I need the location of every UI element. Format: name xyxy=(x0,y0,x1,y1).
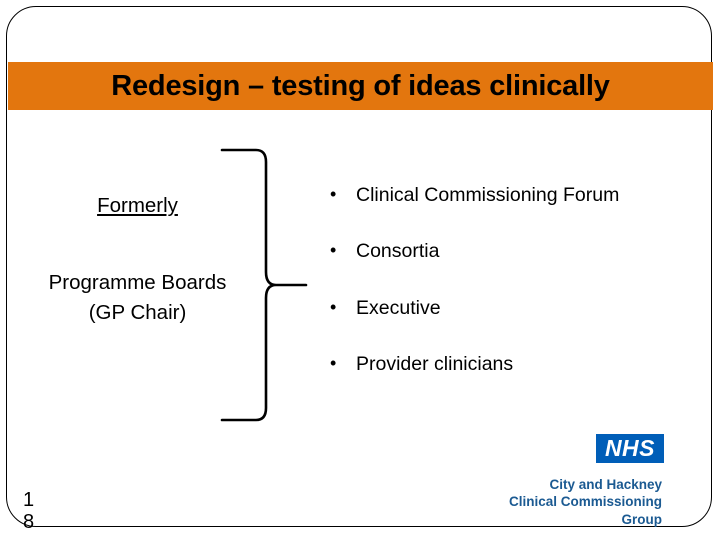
list-item: • Consortia xyxy=(330,240,700,262)
page-number-digit: 1 xyxy=(23,489,35,511)
nhs-wordmark: NHS xyxy=(595,434,664,464)
page-title: Redesign – testing of ideas clinically xyxy=(111,69,610,102)
bullet-marker-icon: • xyxy=(330,296,337,317)
org-line-gp-chair: (GP Chair) xyxy=(88,301,187,324)
bullet-list: • Clinical Commissioning Forum • Consort… xyxy=(330,184,700,376)
curly-brace-icon xyxy=(218,146,310,428)
bullet-marker-icon: • xyxy=(330,184,337,204)
bullet-marker-icon: • xyxy=(330,240,337,261)
formerly-heading: Formerly xyxy=(97,194,178,217)
nhs-logo-subtitle-line-2: Clinical Commissioning Group xyxy=(508,494,662,527)
list-item-label: Clinical Commissioning Forum xyxy=(356,184,620,206)
bullet-marker-icon: • xyxy=(330,353,337,374)
title-banner xyxy=(8,62,713,110)
list-item: • Provider clinicians xyxy=(330,353,700,375)
org-line-programme-boards: Programme Boards xyxy=(48,271,227,294)
curly-brace-svg xyxy=(220,148,308,422)
list-item-label: Provider clinicians xyxy=(356,353,514,376)
nhs-logo-subtitle-line-1: City and Hackney xyxy=(549,477,662,493)
left-text-block: Formerly Programme Boards (GP Chair) xyxy=(20,193,255,325)
page-number: 1 8 xyxy=(23,489,45,533)
list-item-label: Executive xyxy=(356,296,441,319)
page-number-digit: 8 xyxy=(23,510,35,533)
list-item-label: Consortia xyxy=(356,240,440,263)
nhs-logo: NHS City and Hackney Clinical Commission… xyxy=(500,434,690,528)
list-item: • Clinical Commissioning Forum xyxy=(330,184,700,206)
list-item: • Executive xyxy=(330,297,700,319)
nhs-logo-subtitle: City and Hackney Clinical Commissioning … xyxy=(500,476,690,528)
